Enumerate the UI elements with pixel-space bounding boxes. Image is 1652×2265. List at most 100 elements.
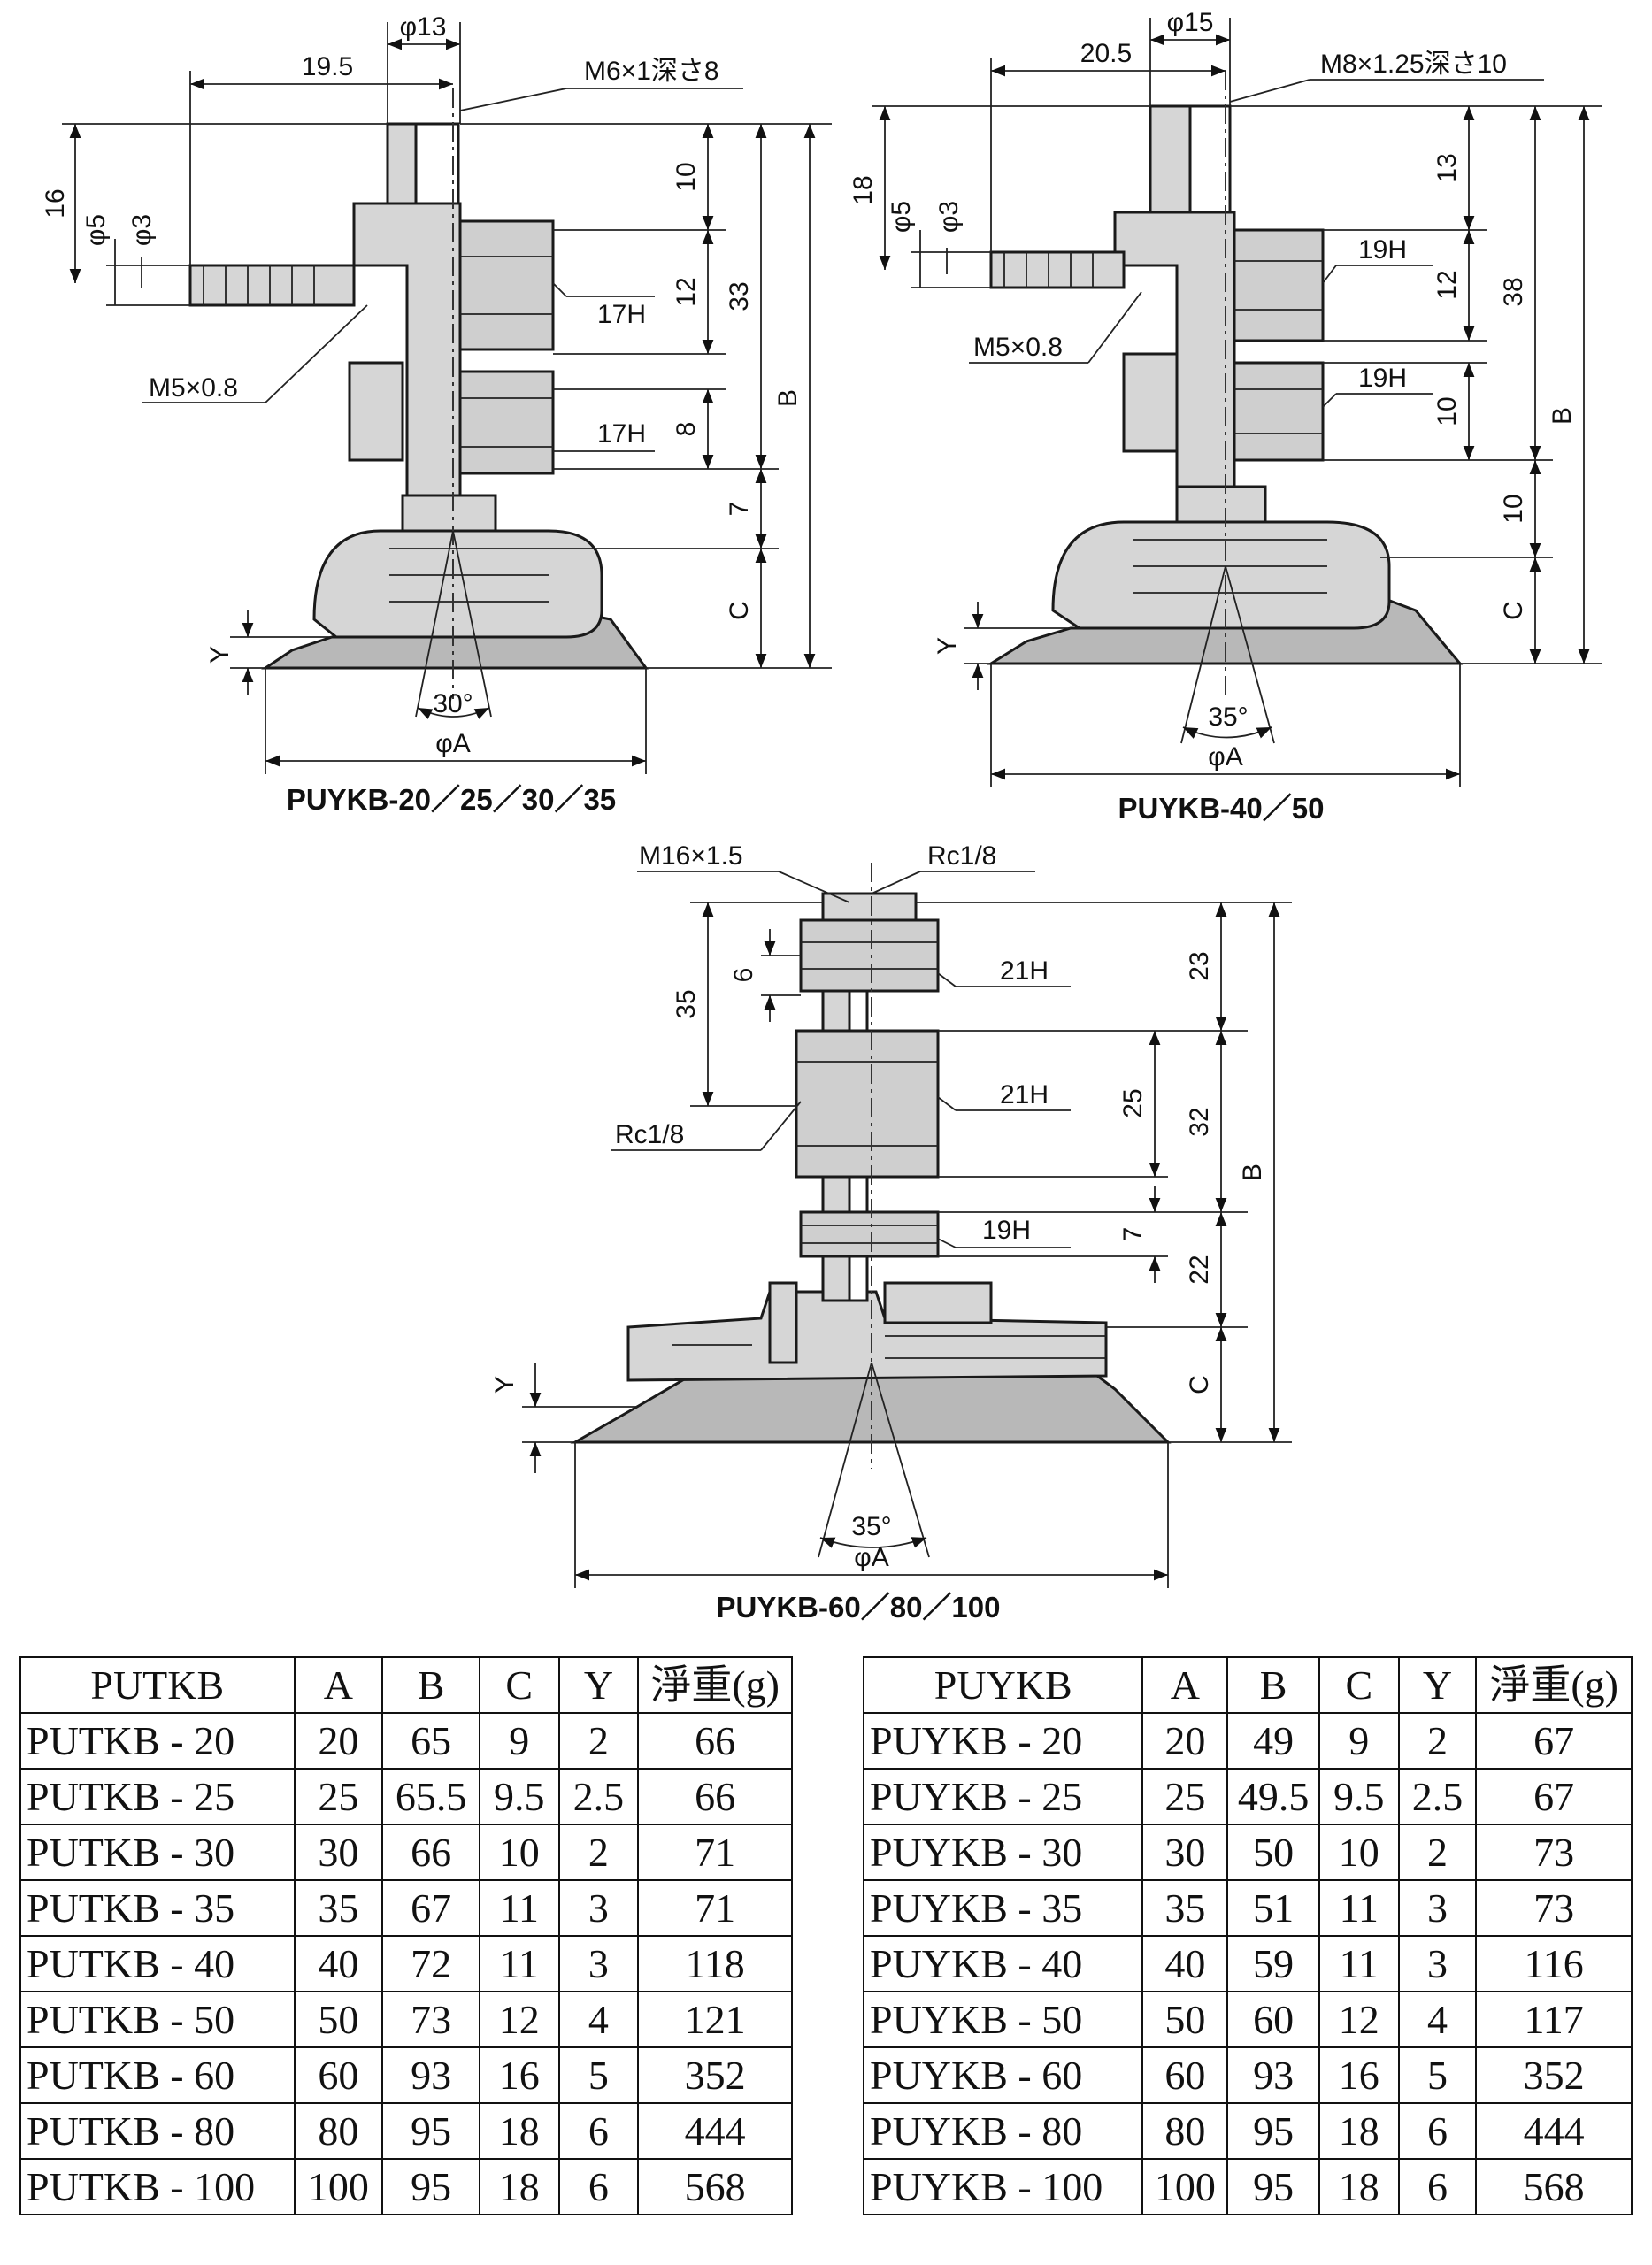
dim-25: 25	[1118, 1088, 1148, 1117]
label-hex-19h-upper: 19H	[1358, 235, 1407, 265]
dim-32: 32	[1185, 1107, 1214, 1136]
header-c: C	[1318, 1656, 1400, 1714]
dim-38: 38	[1499, 277, 1528, 306]
header-weight: 淨重(g)	[637, 1656, 793, 1714]
dim-b: B	[773, 389, 803, 407]
dim-phi-a-3: φA	[854, 1543, 888, 1572]
cup-flange	[312, 529, 603, 639]
dim-10b: 10	[1499, 494, 1528, 523]
caption-puykb-60-100: PUYKB-60／80／100	[717, 1591, 1001, 1624]
label-hex-17h-lower: 17H	[597, 419, 646, 449]
dim-b-2: B	[1548, 407, 1577, 425]
label-rc-side: Rc1/8	[615, 1120, 684, 1149]
header-a: A	[1141, 1656, 1229, 1714]
dim-angle-35-3: 35°	[851, 1512, 891, 1541]
caption-puykb-20-35: PUYKB-20／25／30／35	[287, 783, 616, 816]
dim-13: 13	[1433, 153, 1462, 182]
hex-nut-upper-2	[1233, 228, 1325, 342]
dim-6: 6	[729, 968, 758, 983]
dim-phi13: φ13	[400, 12, 447, 42]
header-y: Y	[1397, 1656, 1478, 1714]
dim-35: 35	[672, 989, 701, 1018]
hex-nut-2	[795, 1029, 940, 1179]
hex-nut-1	[799, 918, 940, 993]
dim-y-2: Y	[933, 637, 962, 655]
header-a: A	[293, 1656, 384, 1714]
header-weight: 淨重(g)	[1475, 1656, 1633, 1714]
dim-19-5: 19.5	[302, 52, 353, 81]
dim-20-5: 20.5	[1080, 39, 1132, 68]
label-hex-19h-3: 19H	[982, 1216, 1031, 1245]
dim-phi15: φ15	[1167, 8, 1214, 37]
label-hex-19h-lower: 19H	[1358, 364, 1407, 393]
hose-barb-2	[989, 250, 1126, 289]
header-c: C	[478, 1656, 560, 1714]
dim-16: 16	[41, 188, 70, 218]
table-header-row: PUYKB A B C Y 淨重(g)	[862, 1656, 1633, 1714]
dim-b-3: B	[1238, 1163, 1267, 1181]
header-model: PUYKB	[862, 1656, 1144, 1714]
label-hex-21h-1: 21H	[1000, 956, 1049, 986]
label-hex-21h-2: 21H	[1000, 1080, 1049, 1109]
dim-10: 10	[672, 162, 701, 191]
dim-8: 8	[672, 422, 701, 437]
drawing-puykb-20-35: φ13 19.5 M6×1深さ8 16 φ5 φ3 M5×0.8 10 12 3…	[41, 12, 832, 816]
dim-phi5-2: φ5	[887, 201, 916, 233]
hex-nut-lower-2	[1233, 361, 1325, 462]
hose-barb	[188, 264, 356, 307]
dim-33: 33	[725, 281, 754, 311]
label-port-m5-2: M5×0.8	[973, 333, 1063, 362]
label-port-m5: M5×0.8	[149, 373, 238, 403]
label-thread-m8: M8×1.25深さ10	[1320, 50, 1507, 79]
label-rc-top: Rc1/8	[927, 841, 996, 871]
header-b: B	[1226, 1656, 1320, 1714]
dim-12: 12	[672, 277, 701, 306]
label-hex-17h-upper: 17H	[597, 300, 646, 329]
drawing-puykb-40-50: φ15 20.5 M8×1.25深さ10 18 φ5 φ3 M5×0.8 13 …	[849, 8, 1602, 825]
dim-c: C	[725, 601, 754, 620]
drawing-puykb-60-100: M16×1.5 Rc1/8 35 6 21H 21H Rc1/8 19H 23 …	[490, 841, 1292, 1624]
dim-y-3: Y	[490, 1376, 519, 1394]
dim-phi5: φ5	[81, 214, 111, 246]
dim-c-2: C	[1499, 601, 1528, 620]
header-model: PUTKB	[19, 1656, 296, 1714]
dim-phi3-2: φ3	[934, 201, 964, 233]
dim-phi-a-2: φA	[1208, 742, 1242, 772]
header-y: Y	[557, 1656, 640, 1714]
dim-7-3: 7	[1118, 1227, 1148, 1242]
label-thread-m16: M16×1.5	[639, 841, 743, 871]
dim-angle-35: 35°	[1208, 703, 1248, 732]
cup-flange-2	[1051, 520, 1391, 630]
label-thread-m6: M6×1深さ8	[584, 57, 719, 86]
caption-puykb-40-50: PUYKB-40／50	[1118, 792, 1325, 825]
dim-7: 7	[725, 502, 754, 517]
technical-drawings: φ13 19.5 M6×1深さ8 16 φ5 φ3 M5×0.8 10 12 3…	[41, 8, 1602, 1624]
dim-phi3: φ3	[127, 214, 157, 246]
dim-23: 23	[1185, 951, 1214, 980]
dim-10a: 10	[1433, 396, 1462, 426]
table-header-row: PUTKB A B C Y 淨重(g)	[19, 1656, 793, 1714]
header-b: B	[381, 1656, 480, 1714]
dim-phi-a: φA	[435, 729, 470, 758]
dim-22: 22	[1185, 1255, 1214, 1284]
dim-18: 18	[849, 175, 878, 204]
